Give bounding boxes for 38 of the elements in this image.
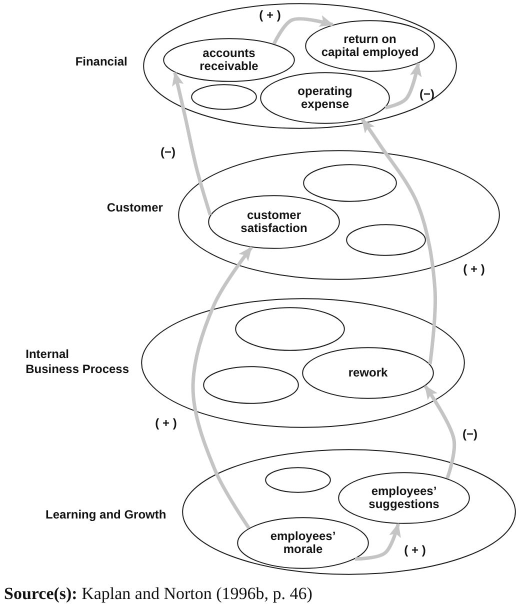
measure-ellipse <box>235 307 345 351</box>
edge-label: (−) <box>462 426 478 442</box>
measure-ellipse <box>346 224 426 256</box>
measure-ellipse <box>338 472 470 524</box>
edge-label: (−) <box>420 86 434 102</box>
perspective-label: Internal Business Process <box>26 347 130 377</box>
measure-label: return on capital employed <box>321 32 419 60</box>
measure-ellipse <box>305 20 435 72</box>
arrow <box>424 385 456 479</box>
arrow <box>272 15 334 45</box>
measure-label: customer satisfaction <box>240 208 308 236</box>
measure-ellipse <box>302 347 434 399</box>
arrow <box>360 118 437 364</box>
arrow <box>172 72 212 216</box>
perspective-label: Financial <box>75 54 128 70</box>
edge-label: (−) <box>160 144 176 160</box>
measure-ellipse <box>237 517 369 569</box>
source-caption: Source(s): Kaplan and Norton (1996b, p. 46) <box>4 584 312 604</box>
perspective-label: Customer <box>106 200 163 216</box>
measure-ellipse <box>260 72 390 124</box>
edge-label: ( + ) <box>404 542 426 558</box>
edge-label: ( + ) <box>259 8 281 22</box>
measure-ellipse <box>203 366 299 404</box>
edge-label: ( + ) <box>463 262 485 276</box>
arrow <box>191 246 253 530</box>
arrow <box>354 522 401 561</box>
measure-label: accounts receivable <box>200 46 258 74</box>
measure-ellipse <box>191 84 257 110</box>
measure-ellipse <box>163 38 295 82</box>
measure-ellipse <box>208 195 340 249</box>
measure-label: operating expense <box>298 84 352 112</box>
measure-label: employees’ morale <box>270 530 336 556</box>
measure-ellipse <box>303 164 397 202</box>
edge-label: ( + ) <box>155 416 177 430</box>
perspective-label: Learning and Growth <box>46 508 166 522</box>
measure-ellipse <box>265 467 331 493</box>
measure-label: employees’ suggestions <box>368 484 440 512</box>
measure-label: rework <box>348 366 388 380</box>
